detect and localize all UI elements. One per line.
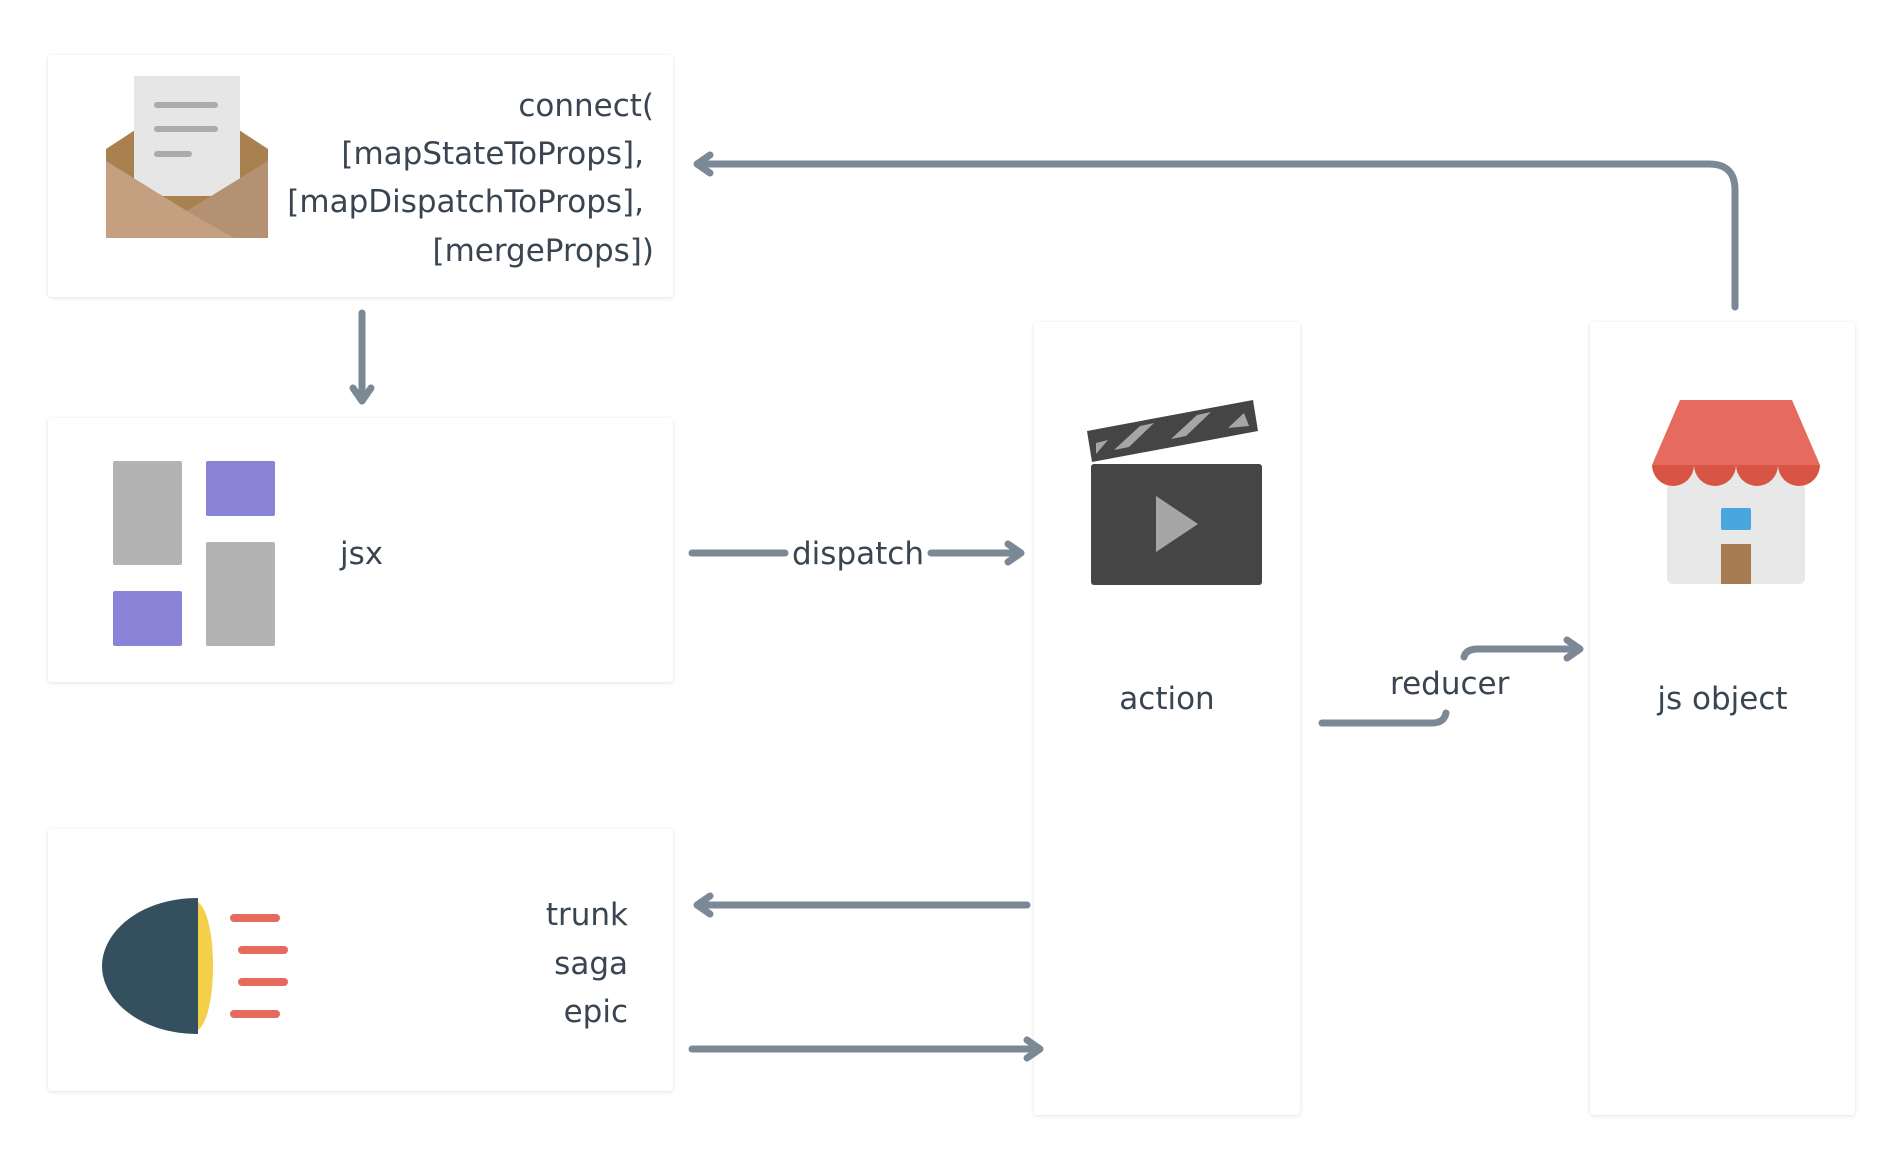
connect-line-3: [mapDispatchToProps], — [287, 184, 644, 220]
store-label: js object — [1657, 681, 1788, 717]
jsx-label: jsx — [340, 536, 384, 572]
reducer-arrow-right — [1460, 645, 1582, 661]
side-effects-to-action-arrowhead — [1023, 1036, 1044, 1062]
store-to-connect-arrow — [696, 160, 1739, 311]
action-label: action — [1119, 681, 1215, 717]
reducer-arrow-left — [1318, 709, 1450, 727]
connect-to-jsx-arrowhead — [349, 384, 375, 405]
envelope-letter-icon — [106, 76, 268, 238]
side-effect-epic: epic — [563, 994, 628, 1030]
connect-line-1: connect( — [518, 88, 654, 124]
connect-line-2: [mapStateToProps], — [341, 136, 644, 172]
dispatch-label: dispatch — [792, 536, 924, 572]
connect-line-4: [mergeProps]) — [432, 233, 654, 269]
side-effect-saga: saga — [554, 946, 628, 982]
clapperboard-icon — [1087, 400, 1262, 585]
shop-store-icon — [1652, 400, 1820, 584]
side-effect-trunk: trunk — [545, 897, 628, 933]
dispatch-arrowhead — [1004, 540, 1025, 566]
reducer-label: reducer — [1390, 666, 1510, 702]
action-card — [1034, 322, 1300, 1115]
store-to-connect-arrowhead — [693, 151, 714, 177]
action-to-side-effects-arrowhead — [693, 892, 714, 918]
layout-blocks-icon — [113, 461, 275, 646]
headlight-icon — [102, 898, 288, 1034]
reducer-arrowhead — [1563, 636, 1584, 662]
